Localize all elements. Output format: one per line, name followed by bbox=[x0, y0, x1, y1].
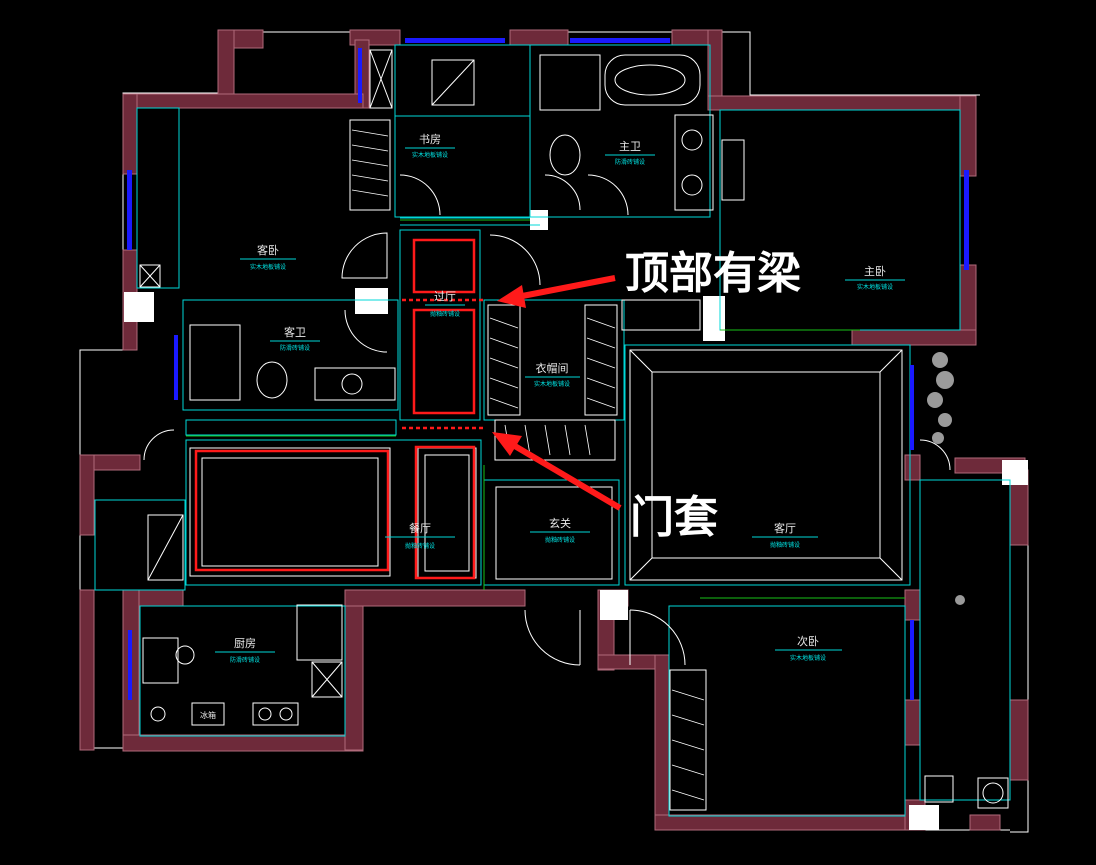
room-name-dining: 餐厅 bbox=[409, 521, 431, 535]
interior-walls bbox=[94, 44, 1011, 817]
room-name-master-bath: 主卫 bbox=[619, 140, 641, 153]
room-floor-guest-bed: 实木地板铺设 bbox=[250, 263, 286, 271]
room-labels: 书房 实木地板铺设 主卫 防滑砖铺设 客卧 实木地板铺设 主卧 实木地板铺设 客… bbox=[215, 133, 905, 664]
room-floor-foyer: 抛釉砖铺设 bbox=[545, 536, 575, 544]
wardrobes bbox=[296, 119, 707, 811]
kitchen-fixtures bbox=[142, 637, 1009, 809]
green-partitions bbox=[186, 219, 905, 599]
room-floor-master-bed: 实木地板铺设 bbox=[857, 283, 893, 291]
annotation-door-frame: 门套 bbox=[630, 492, 718, 543]
plant-decor bbox=[927, 352, 965, 605]
room-floor-study: 实木地板铺设 bbox=[412, 151, 448, 159]
living-ceiling-outline bbox=[189, 349, 903, 581]
room-floor-dining: 抛釉砖铺设 bbox=[405, 542, 435, 550]
room-name-hallway: 过厅 bbox=[434, 290, 456, 303]
bathroom-fixtures bbox=[189, 54, 745, 401]
door-frame-arrow-shaft bbox=[506, 439, 622, 511]
room-floor-closet: 实木地板铺设 bbox=[534, 380, 570, 388]
beam-arrow-shaft bbox=[511, 275, 616, 301]
dining-ceiling-box bbox=[194, 449, 390, 572]
room-name-second-bed: 次卧 bbox=[797, 634, 819, 648]
room-name-master-bed: 主卧 bbox=[864, 265, 886, 278]
door-swings bbox=[143, 174, 951, 666]
room-floor-guest-bath: 防滑砖铺设 bbox=[280, 344, 310, 352]
room-name-foyer: 玄关 bbox=[549, 516, 571, 530]
fridge-label: 冰箱 bbox=[200, 710, 216, 720]
beam-arrow-head bbox=[497, 285, 526, 308]
hatch-marks bbox=[351, 129, 705, 801]
shafts bbox=[139, 49, 475, 581]
room-name-living: 客厅 bbox=[774, 521, 796, 535]
room-name-study: 书房 bbox=[419, 133, 441, 146]
room-floor-living: 抛釉砖铺设 bbox=[770, 541, 800, 549]
room-floor-master-bath: 防滑砖铺设 bbox=[615, 158, 645, 166]
annotation-beam: 顶部有梁 bbox=[625, 248, 801, 299]
room-name-kitchen: 厨房 bbox=[234, 637, 256, 650]
annotation-arrows bbox=[492, 275, 622, 511]
hallway-beam-zone-upper bbox=[412, 238, 476, 294]
windows bbox=[127, 38, 969, 700]
room-floor-hallway: 抛釉砖铺设 bbox=[430, 310, 460, 318]
room-floor-kitchen: 防滑砖铺设 bbox=[230, 656, 260, 664]
room-floor-second-bed: 实木地板铺设 bbox=[790, 654, 826, 662]
highlight-boxes bbox=[194, 238, 484, 580]
exterior-walls bbox=[79, 29, 1029, 831]
hallway-beam-zone-lower bbox=[412, 308, 476, 415]
room-name-guest-bed: 客卧 bbox=[257, 243, 279, 257]
door-frame-arrow-head bbox=[492, 432, 522, 456]
dining-side-box bbox=[414, 445, 476, 580]
room-name-closet: 衣帽间 bbox=[536, 361, 569, 375]
room-name-guest-bath: 客卫 bbox=[284, 325, 306, 339]
